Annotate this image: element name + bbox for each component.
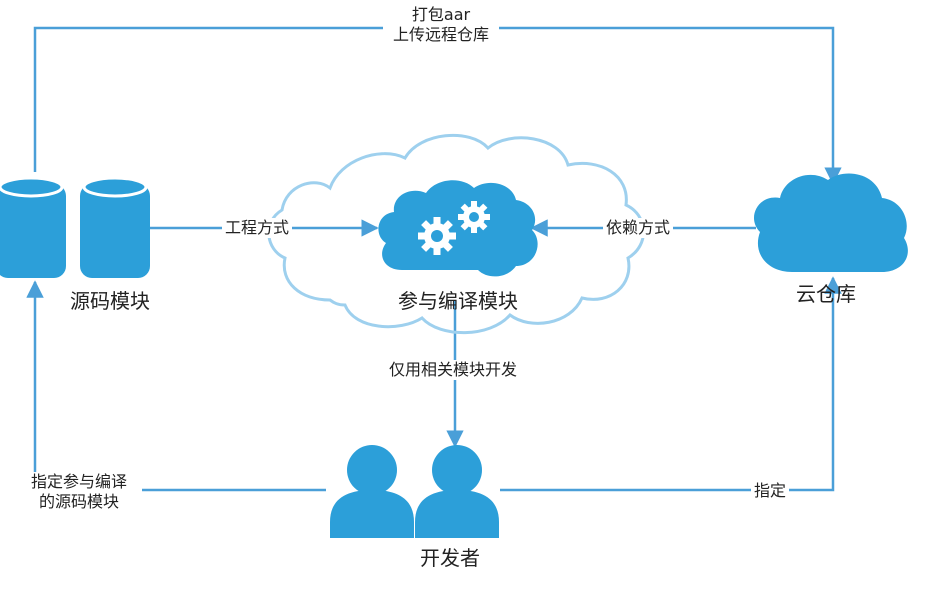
specify-repo-connector (500, 276, 842, 492)
cloud-gears-icon (378, 180, 538, 277)
dependency-mode-label: 依赖方式 (603, 218, 674, 238)
developer-label: 开发者 (420, 546, 480, 570)
cloud-icon (753, 173, 908, 272)
upload-label: 打包aar 上传远程仓库 (383, 5, 499, 45)
specify-source-label-line1: 指定参与编译 (30, 472, 127, 491)
specify-source-label-line2: 的源码模块 (38, 492, 119, 511)
cloud-repo-label: 云仓库 (796, 282, 856, 306)
gear-icon (418, 217, 456, 255)
project-mode-label: 工程方式 (222, 218, 293, 238)
source-modules-label: 源码模块 (70, 289, 150, 313)
users-icon (330, 445, 499, 538)
upload-connector (33, 26, 842, 185)
gear-icon (458, 201, 490, 233)
build-cloud-outline (267, 133, 645, 335)
specify-repo-label: 指定 (751, 481, 790, 501)
upload-label-line1: 打包aar (411, 5, 471, 24)
dev-only-label: 仅用相关模块开发 (386, 360, 521, 380)
build-modules-label: 参与编译模块 (398, 289, 518, 313)
upload-label-line2: 上传远程仓库 (392, 25, 489, 44)
database-cylinder-icon (0, 176, 150, 278)
specify-source-label: 指定参与编译 的源码模块 (16, 472, 142, 512)
